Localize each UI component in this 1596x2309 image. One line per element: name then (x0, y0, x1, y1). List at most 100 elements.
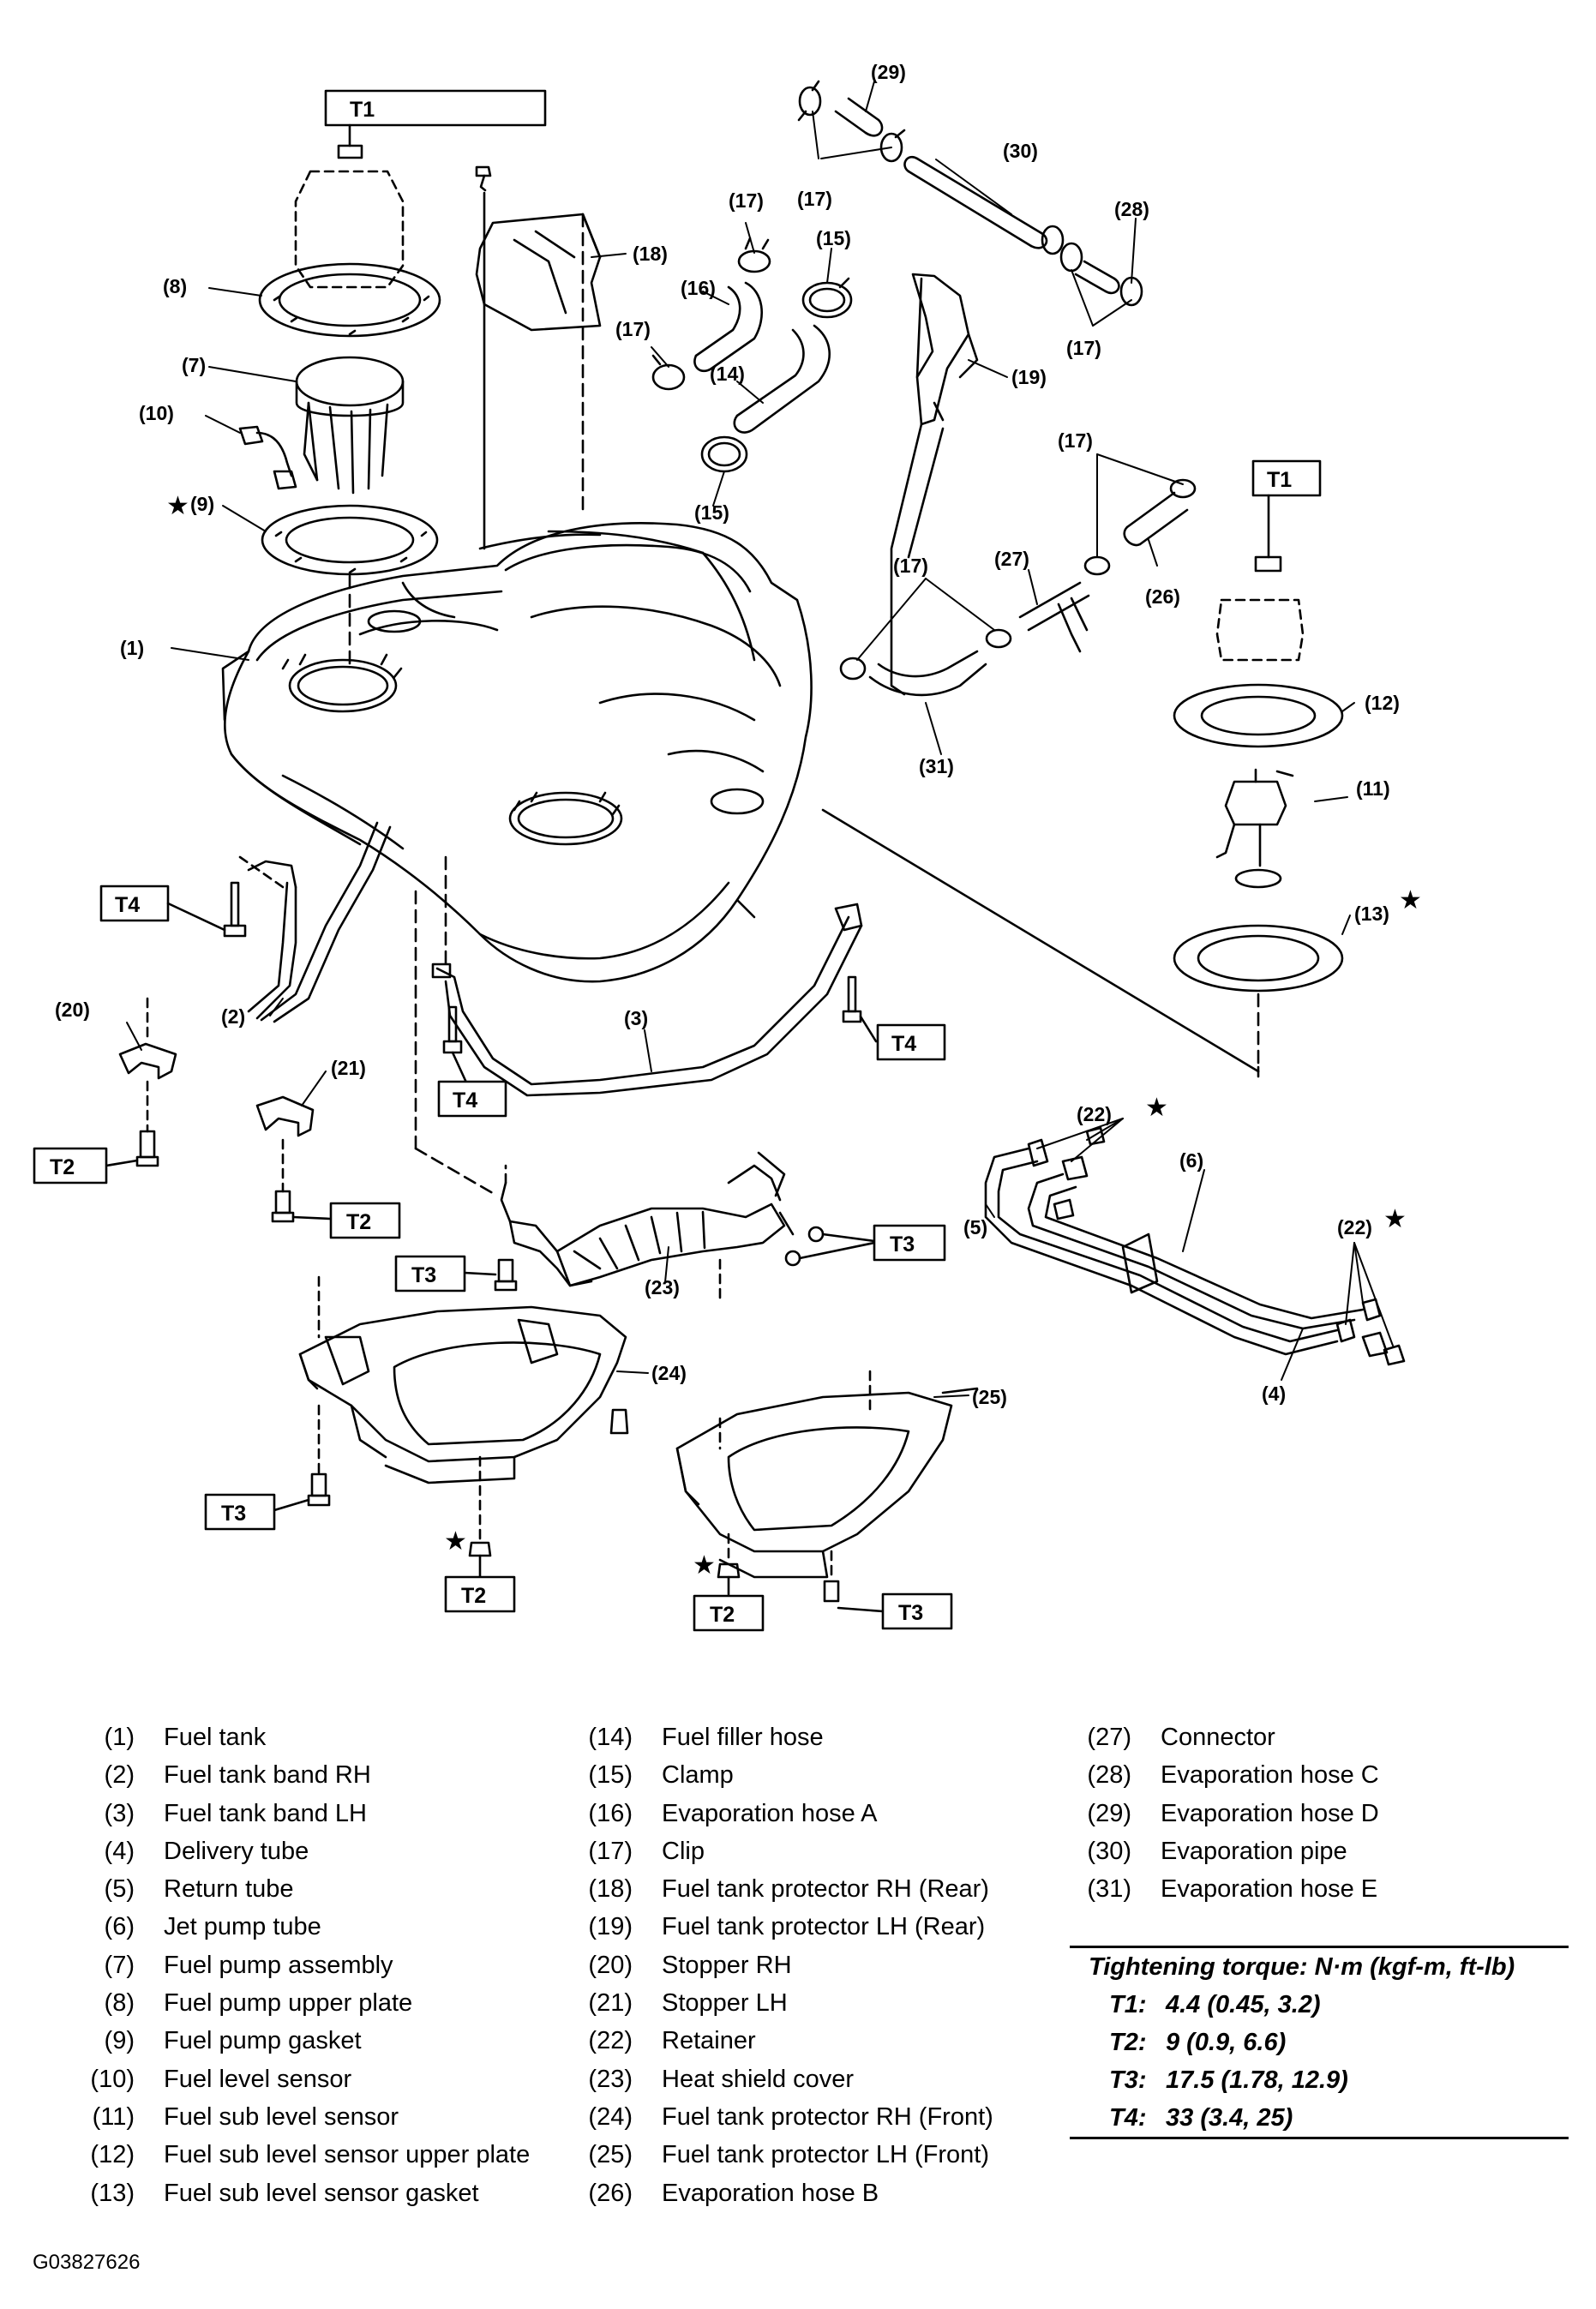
torque-box-label: T2 (346, 1210, 371, 1234)
callout-10: (10) (139, 402, 174, 424)
torque-box-label: T4 (115, 893, 140, 917)
tank-bands-drawing: T4 T4 T4 (99, 821, 946, 1118)
legend-item-number: (7) (104, 1951, 135, 1979)
callout-19: (19) (1011, 366, 1047, 388)
legend-item-number: (20) (588, 1951, 633, 1979)
legend-item-number: (30) (1087, 1837, 1131, 1865)
callout-25: (25) (972, 1386, 1007, 1408)
torque-value: 9 (0.9, 6.6) (1166, 2029, 1287, 2056)
legend-item-name: Evaporation pipe (1161, 1837, 1347, 1865)
tightening-torque-table: Tightening torque: N·m (kgf-m, ft-lb) T1… (1070, 1946, 1569, 2139)
legend-item-name: Fuel sub level sensor (164, 2102, 399, 2131)
legend-item-number: (2) (104, 1761, 135, 1790)
legend-item-number: (13) (90, 2179, 135, 2207)
legend-item-number: (12) (90, 2141, 135, 2169)
legend-item-number: (29) (1087, 1799, 1131, 1827)
torque-table-heading: Tightening torque: N·m (kgf-m, ft-lb) (1089, 1953, 1515, 1981)
torque-box-label: T3 (411, 1263, 436, 1287)
legend-item-name: Fuel sub level sensor gasket (164, 2179, 479, 2207)
callout-6: (6) (1179, 1149, 1203, 1172)
legend-item-name: Fuel tank protector LH (Front) (662, 2141, 989, 2169)
callout-22-a: (22) (1077, 1103, 1112, 1125)
legend-item-name: Retainer (662, 2027, 756, 2055)
legend-item-name: Fuel sub level sensor upper plate (164, 2141, 531, 2169)
fuel-pump-assembly-drawing: T1 (238, 89, 547, 670)
callout-17-b: (17) (729, 189, 764, 212)
figure-code: G03827626 (33, 2251, 141, 2274)
rear-protectors-drawing (475, 165, 979, 696)
legend-item-name: Return tube (164, 1875, 294, 1904)
legend-item-number: (18) (588, 1875, 633, 1904)
torque-key: T4: (1109, 2104, 1147, 2132)
callout-8: (8) (163, 275, 187, 297)
legend-item-number: (16) (588, 1799, 633, 1827)
legend-item-name: Stopper RH (662, 1951, 792, 1979)
legend-item-name: Evaporation hose A (662, 1799, 878, 1827)
callout-17-e: (17) (1058, 429, 1093, 452)
legend-item-number: (5) (104, 1875, 135, 1904)
star-marker: ★ (444, 1527, 467, 1556)
legend-item-number: (11) (92, 2102, 135, 2131)
callout-11: (11) (1356, 777, 1390, 800)
legend-item-number: (3) (104, 1799, 135, 1827)
callout-18: (18) (633, 243, 668, 265)
sub-level-sensor-drawing: T1 (821, 459, 1344, 1078)
callout-14: (14) (710, 363, 745, 385)
legend-item-name: Evaporation hose C (1161, 1761, 1379, 1790)
torque-value: 4.4 (0.45, 3.2) (1166, 1991, 1321, 2018)
fuel-system-exploded-diagram: T1 T1 (33, 61, 1422, 1632)
torque-key: T1: (1109, 1991, 1147, 2018)
torque-row: T1: 4.4 (0.45, 3.2) (1070, 1986, 1569, 2024)
torque-table-bottom-rule (1070, 2137, 1569, 2139)
callout-17-a: (17) (797, 188, 832, 210)
torque-row: T3:17.5 (1.78, 12.9) (1070, 2061, 1569, 2099)
legend-item-number: (31) (1087, 1875, 1131, 1904)
legend-item-name: Fuel tank protector RH (Rear) (662, 1875, 989, 1904)
torque-box-label: T1 (1267, 468, 1292, 492)
callout-21: (21) (331, 1057, 366, 1079)
callout-3: (3) (624, 1007, 648, 1029)
legend-item-name: Fuel tank band LH (164, 1799, 367, 1827)
torque-box-label: T1 (350, 98, 375, 122)
legend-item-name: Fuel tank (164, 1724, 267, 1751)
torque-row: T2: 9 (0.9, 6.6) (1070, 2024, 1569, 2061)
callout-31: (31) (919, 755, 954, 777)
star-marker: ★ (1145, 1094, 1168, 1122)
callout-17-d: (17) (1066, 337, 1101, 359)
stoppers-drawing: T2 T2 (33, 890, 499, 1239)
callout-12: (12) (1365, 692, 1400, 714)
callout-17-c: (17) (615, 318, 651, 340)
legend-item-name: Connector (1161, 1724, 1275, 1751)
torque-value: 17.5 (1.78, 12.9) (1166, 2066, 1348, 2094)
legend-item-number: (24) (588, 2102, 633, 2131)
legend-item-number: (25) (588, 2141, 633, 2169)
legend-item-number: (15) (588, 1761, 633, 1790)
parts-legend: (1) Fuel tank (2) Fuel tank band RH (3) Fuel … (0, 1718, 1596, 2233)
legend-item-number: (8) (104, 1989, 135, 2018)
callout-13: (13) (1354, 903, 1389, 925)
legend-item-number: (22) (588, 2027, 633, 2055)
legend-item-number: (21) (588, 1989, 633, 2018)
legend-item-number: (6) (104, 1913, 135, 1941)
torque-row: T4:33 (3.4, 25) (1070, 2099, 1569, 2137)
legend-item-number: (1) (104, 1724, 135, 1751)
legend-item-number: (14) (588, 1724, 633, 1751)
callout-26: (26) (1145, 585, 1180, 608)
legend-item-name: Evaporation hose E (1161, 1875, 1378, 1904)
torque-key: T2: (1109, 2029, 1147, 2056)
callout-27: (27) (994, 548, 1029, 570)
star-marker: ★ (166, 492, 189, 520)
torque-box-label: T2 (710, 1603, 735, 1627)
callout-22-b: (22) (1337, 1216, 1372, 1238)
callout-28: (28) (1114, 198, 1149, 220)
legend-item-name: Fuel tank band RH (164, 1761, 371, 1790)
callout-24: (24) (651, 1362, 687, 1384)
legend-item-name: Clip (662, 1837, 705, 1865)
callout-23: (23) (645, 1276, 680, 1298)
fuel-tubes-drawing (984, 1126, 1406, 1366)
torque-box-label: T2 (50, 1155, 75, 1179)
callout-15-top: (15) (816, 227, 851, 249)
legend-item-name: Clamp (662, 1761, 734, 1790)
legend-item-name: Evaporation hose B (662, 2179, 879, 2207)
legend-item-name: Fuel pump gasket (164, 2027, 362, 2055)
